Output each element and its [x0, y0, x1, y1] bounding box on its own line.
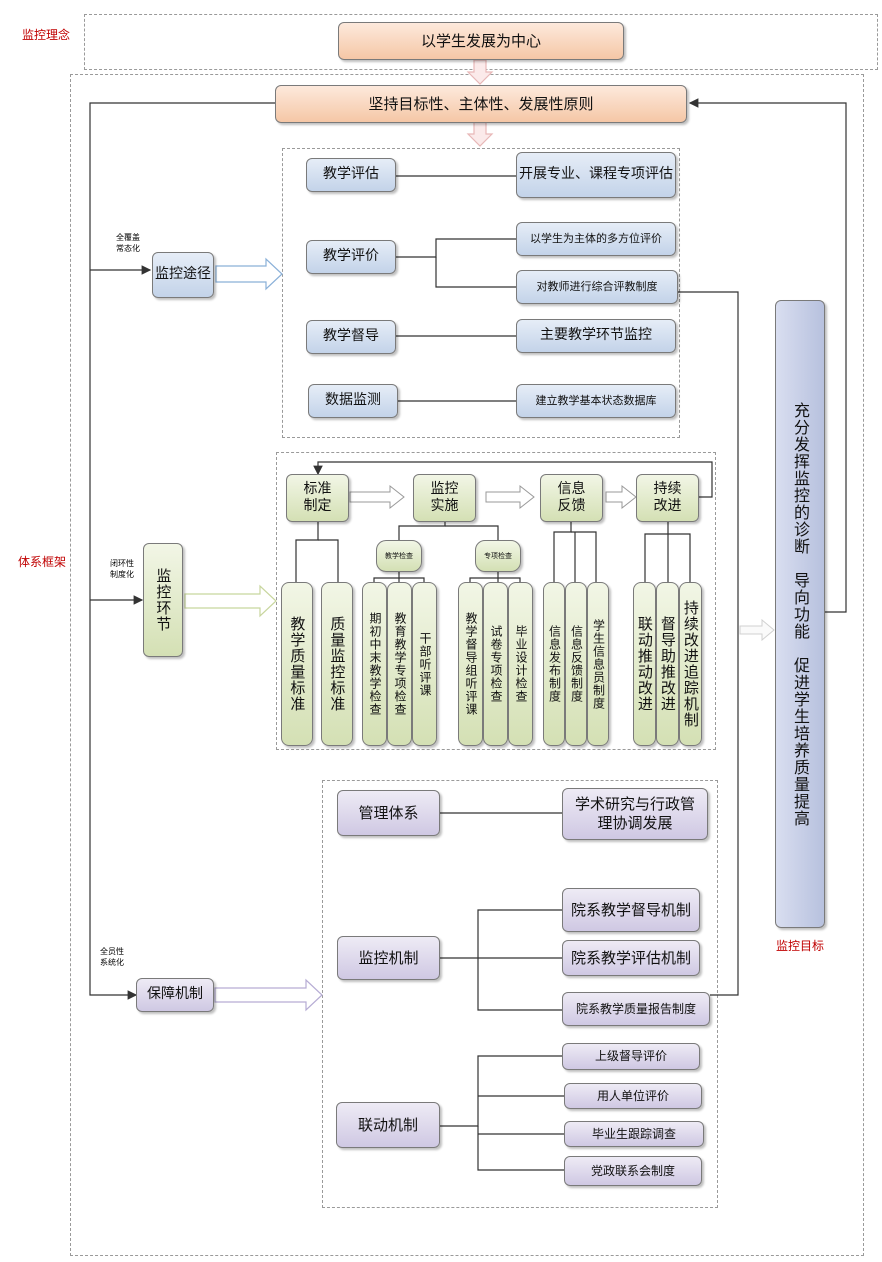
stage-feedback: 信息反馈: [540, 474, 603, 522]
label-goal: 监控目标: [776, 939, 825, 953]
col-feedback-2: 学生信息员制度: [587, 582, 609, 746]
col-standard-1: 质量监控标准: [321, 582, 353, 746]
pathway-item-1: 教学评价: [306, 240, 396, 274]
guarantee-monitor-detail-1: 院系教学评估机制: [562, 940, 700, 976]
guarantee-monitor: 监控机制: [337, 936, 440, 980]
guarantee-title-box: 保障机制: [136, 978, 214, 1012]
col-improve-0: 联动推动改进: [633, 582, 656, 746]
center-box: 以学生发展为中心: [338, 22, 624, 60]
col-improve-2: 持续改进追踪机制: [679, 582, 702, 746]
guarantee-linkage-detail-0: 上级督导评价: [562, 1043, 700, 1070]
pathway-item-2: 教学督导: [306, 320, 396, 354]
guarantee-linkage-detail-3: 党政联系会制度: [564, 1156, 702, 1186]
guarantee-management: 管理体系: [337, 790, 440, 836]
pathway-detail-1-1: 对教师进行综合评教制度: [516, 270, 678, 304]
label-concept: 监控理念: [22, 28, 71, 42]
col-teaching-1: 教育教学专项检查: [387, 582, 412, 746]
guarantee-linkage-detail-1: 用人单位评价: [564, 1083, 702, 1109]
col-teaching-2: 干部听评课: [412, 582, 437, 746]
pathway-item-0: 教学评估: [306, 158, 396, 192]
pathway-detail-0-0: 开展专业、课程专项评估: [516, 152, 676, 198]
col-teaching-0: 期初中末教学检查: [362, 582, 387, 746]
pathway-item-3: 数据监测: [308, 384, 398, 418]
label-full-coverage: 全覆盖 常态化: [116, 233, 140, 253]
col-special-1: 试卷专项检查: [483, 582, 508, 746]
stage-standard: 标准制定: [286, 474, 349, 522]
col-improve-1: 督导助推改进: [656, 582, 679, 746]
pathway-title-box: 监控途径: [152, 252, 214, 298]
framework-region: [70, 74, 864, 1256]
sub-teaching-check: 教学检查: [376, 540, 422, 572]
pathway-detail-2-0: 主要教学环节监控: [516, 319, 676, 353]
stage-improve: 持续改进: [636, 474, 699, 522]
principle-box: 坚持目标性、主体性、发展性原则: [275, 85, 687, 123]
sub-special-check: 专项检查: [475, 540, 521, 572]
col-special-2: 毕业设计检查: [508, 582, 533, 746]
col-standard-0: 教学质量标准: [281, 582, 313, 746]
guarantee-linkage: 联动机制: [336, 1102, 440, 1148]
guarantee-region: [322, 780, 718, 1208]
label-closed-loop: 闭环性 制度化: [110, 559, 134, 579]
pathway-region: [282, 148, 680, 438]
pathway-detail-1-0: 以学生为主体的多方位评价: [516, 222, 676, 256]
guarantee-monitor-detail-0: 院系教学督导机制: [562, 888, 700, 932]
col-feedback-1: 信息反馈制度: [565, 582, 587, 746]
goal-box: 充分发挥监控的诊断 导向功能 促进学生培养质量提高: [775, 300, 825, 928]
guarantee-linkage-detail-2: 毕业生跟踪调查: [564, 1121, 704, 1147]
pathway-detail-3-0: 建立教学基本状态数据库: [516, 384, 676, 418]
label-framework: 体系框架: [18, 555, 67, 569]
col-special-0: 教学督导组听评课: [458, 582, 483, 746]
guarantee-monitor-detail-2: 院系教学质量报告制度: [562, 992, 710, 1026]
col-feedback-0: 信息发布制度: [543, 582, 565, 746]
loop-title-box: 监控环节: [143, 543, 183, 657]
label-all-staff: 全员性 系统化: [100, 947, 124, 967]
guarantee-management-detail-0: 学术研究与行政管理协调发展: [562, 788, 708, 840]
stage-implement: 监控实施: [413, 474, 476, 522]
